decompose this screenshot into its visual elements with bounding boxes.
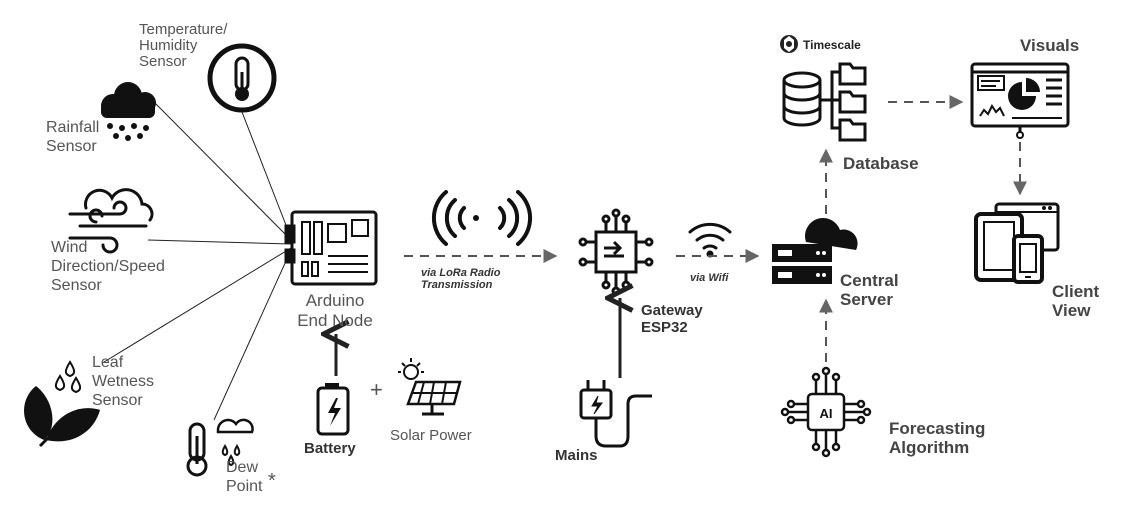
timescale-logo <box>780 35 798 53</box>
battery-icon <box>316 383 350 436</box>
devices-icon <box>974 202 1060 284</box>
gateway-label: Gateway ESP32 <box>641 302 703 336</box>
thermometer-circle-icon <box>207 43 277 113</box>
plus-sign: + <box>370 377 383 402</box>
wifi-icon <box>688 222 732 258</box>
ai-chip-icon <box>780 366 872 458</box>
leaf-wetness-label: Leaf Wetness Sensor <box>92 354 154 409</box>
central-server-label: Central Server <box>840 271 899 309</box>
database-label: Database <box>843 154 919 173</box>
wind-cloud-icon <box>68 188 154 254</box>
arduino-end-node-label: Arduino End Node <box>297 291 373 330</box>
power-plug-icon <box>579 380 652 448</box>
mains-label: Mains <box>555 447 598 464</box>
timescale-brand: Timescale <box>803 38 861 52</box>
leaf-drops-icon <box>24 360 100 448</box>
client-view-label: Client View <box>1052 282 1100 320</box>
connector-temperature <box>241 111 292 239</box>
visuals-label: Visuals <box>1020 36 1080 55</box>
database-icon <box>782 62 867 142</box>
temperature-humidity-label: Temperature/ Humidity Sensor <box>139 21 228 70</box>
wifi-link-label: via Wifi <box>690 272 729 284</box>
forecasting-label: Forecasting Algorithm <box>889 419 986 457</box>
rainfall-label: Rainfall Sensor <box>46 119 100 155</box>
lora-link-label: via LoRa Radio Transmission <box>421 267 501 291</box>
dew-thermometer-icon <box>186 418 254 477</box>
cloud-server-icon <box>772 217 858 284</box>
gateway-chip-icon <box>578 208 654 296</box>
sensor-connectors <box>103 99 292 421</box>
arduino-board-icon <box>284 210 378 286</box>
solar-panel-icon <box>398 358 462 416</box>
solar-power-label: Solar Power <box>390 427 472 444</box>
connector-wind <box>147 239 292 245</box>
radio-waves-icon <box>431 190 533 246</box>
wind-label: Wind Direction/Speed Sensor <box>51 239 165 294</box>
dashboard-icon <box>970 62 1070 139</box>
rain-cloud-icon <box>101 82 156 141</box>
connector-leaf <box>103 247 292 363</box>
dew-point-asterisk: * <box>268 470 276 492</box>
connector-rainfall <box>151 99 292 241</box>
connector-dew <box>213 249 292 421</box>
ai-chip-label: AI <box>820 406 833 421</box>
battery-label: Battery <box>304 440 356 457</box>
dew-point-label: Dew Point <box>226 459 263 495</box>
